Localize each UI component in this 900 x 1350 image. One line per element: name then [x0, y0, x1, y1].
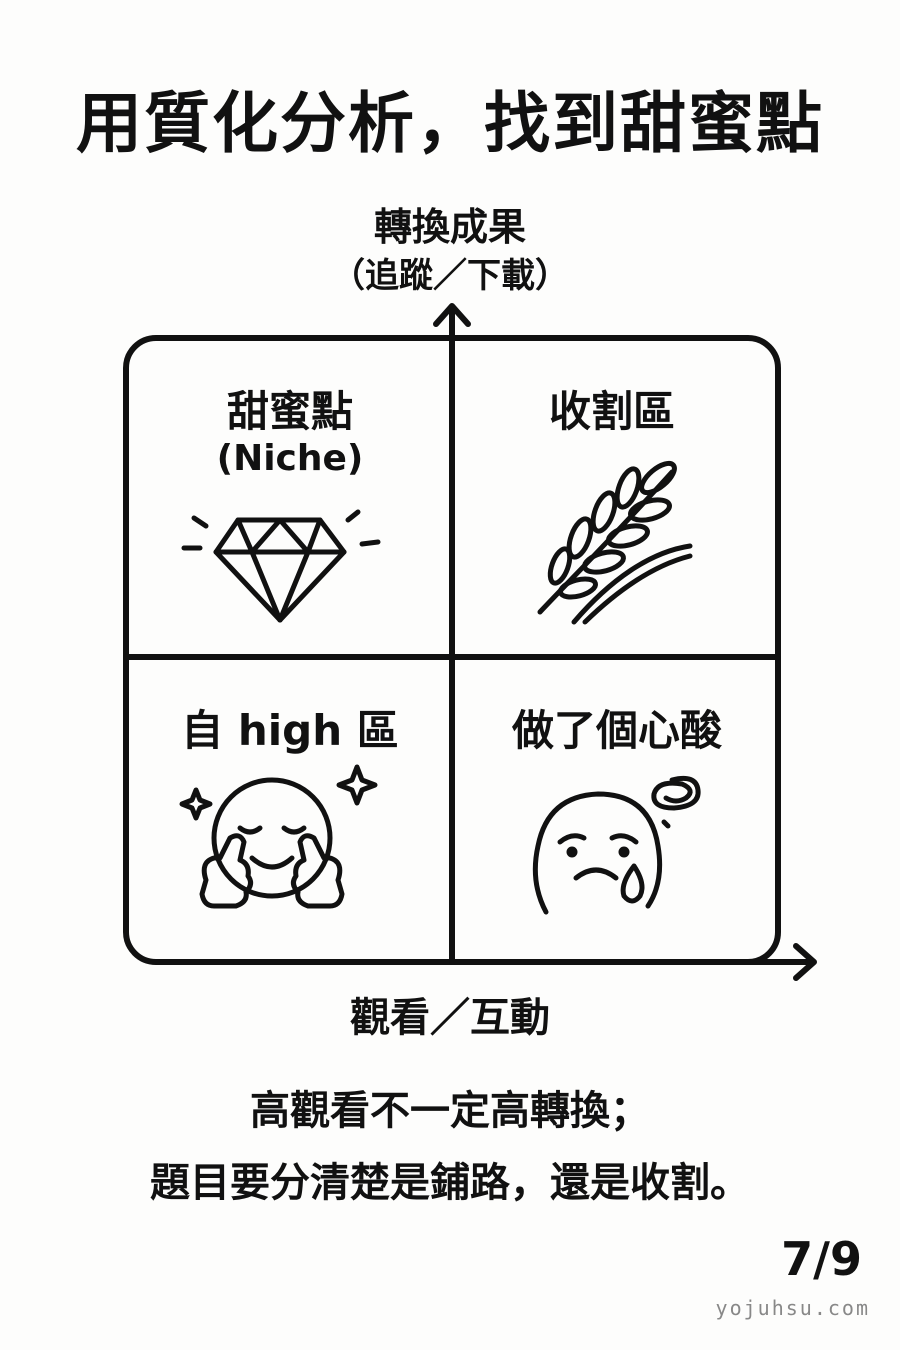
page-title: 用質化分析，找到甜蜜點	[76, 85, 824, 162]
y-axis-sublabel: （追蹤／下載）	[331, 256, 569, 296]
wheat-icon	[537, 460, 693, 625]
watermark: yojuhsu.com	[715, 1296, 870, 1320]
quadrant-top-left-sublabel: (Niche)	[216, 438, 364, 479]
x-axis-arrow	[449, 943, 817, 981]
x-axis-label: 觀看／互動	[350, 995, 550, 1041]
happy-face-thumbs-up-icon	[179, 764, 378, 909]
quadrant-top-right-label: 收割區	[548, 387, 675, 436]
diamond-icon	[181, 509, 381, 623]
note-line-1: 高觀看不一定高轉換；	[250, 1088, 650, 1134]
y-axis-arrow	[433, 303, 471, 965]
quadrant-top-left-label: 甜蜜點	[226, 387, 353, 436]
quadrant-bottom-left-label: 自 high 區	[181, 706, 399, 755]
quadrant-bottom-right-label: 做了個心酸	[511, 706, 722, 755]
note-line-2: 題目要分清楚是鋪路，還是收割。	[150, 1160, 750, 1206]
y-axis-label: 轉換成果	[373, 205, 526, 249]
page-number: 7/9	[781, 1232, 862, 1286]
sad-face-tear-icon	[532, 775, 701, 915]
